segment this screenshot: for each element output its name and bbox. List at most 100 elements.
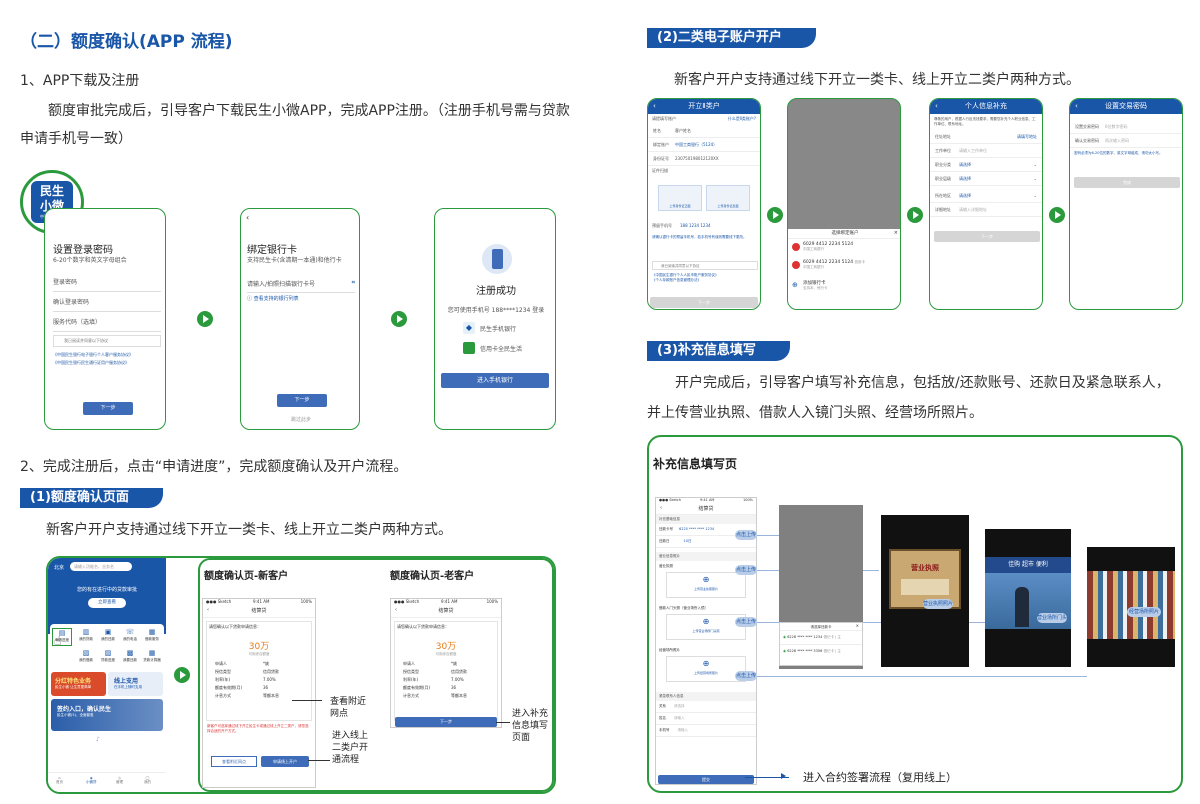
protocol-link[interactable]: 《中国民生银行个人人民币账户服务协议》 — [652, 273, 719, 277]
location[interactable]: 北京 — [54, 565, 65, 571]
nav-bar: ‹开立Ⅱ类户 — [648, 99, 760, 114]
id-front-upload[interactable]: 上传身份证正面 — [658, 185, 702, 211]
tab-manage[interactable]: ◎管理 — [116, 776, 123, 784]
amount-value: 30万 — [435, 642, 457, 652]
account-section: 请提填写账户什么是Ⅱ类账户? — [652, 116, 756, 121]
p2-card-input[interactable]: 请输入/拍照扫描银行卡号⌗ — [247, 279, 355, 293]
info-row[interactable]: 住址地址请填写地址 — [930, 130, 1042, 144]
popup-card-2[interactable]: ◉ 6228 **** **** 3356 借记卡 | 主 — [783, 649, 841, 653]
p1-next-button[interactable]: 下一步 — [83, 402, 133, 415]
info-row[interactable]: 职业层级请选择⌄ — [930, 172, 1042, 186]
back-icon[interactable]: ‹ — [246, 213, 250, 222]
back-icon[interactable]: ‹ — [207, 607, 209, 613]
p2-skip-link[interactable]: 跳过此步 — [290, 417, 311, 423]
flow-arrow-icon — [197, 311, 213, 327]
p1-link-1[interactable]: 《中国民生银行电子银行个人客户服务协议》 — [53, 352, 133, 357]
home-search-input[interactable]: 请输入功能名、业务名 — [70, 562, 132, 571]
icon-item[interactable]: ☏我的电话 — [120, 628, 140, 642]
add-card-option[interactable]: 添加银行卡支持本、他行卡 — [803, 281, 828, 290]
connector-line — [757, 622, 985, 623]
submit-button[interactable]: 提交 — [658, 775, 754, 784]
finish-button[interactable]: 完成 — [1074, 177, 1180, 188]
info-row[interactable]: 职业分类请选择⌄ — [930, 158, 1042, 172]
contact-row[interactable]: 手机号请输入 — [656, 725, 756, 737]
info-row[interactable]: 详细地址请输入详细地址 — [930, 203, 1042, 217]
contact-row[interactable]: 姓名请输入 — [656, 713, 756, 725]
promo-online[interactable]: 线上支用 在手机上随时支用 — [108, 672, 163, 696]
agree-checkbox[interactable]: 我已阅读并同意以下协议 — [652, 261, 758, 270]
storefront-upload[interactable]: ⊕上传营业场所门头照 — [666, 614, 746, 640]
tab-mine[interactable]: ◯我的 — [144, 776, 151, 784]
id-back-upload[interactable]: 上传身份证反面 — [706, 185, 750, 211]
page-title: ‹结算贷 — [203, 607, 315, 618]
p1-agree-checkbox[interactable]: 我已阅读并同意以下协议 — [53, 335, 161, 347]
banner-view-button[interactable]: 立即查看 — [88, 598, 126, 608]
close-icon[interactable]: × — [893, 230, 898, 236]
new-customer-label: 额度确认页-新客户 — [204, 571, 289, 582]
icon-item[interactable]: ▧我的借款 — [76, 649, 96, 663]
info-row[interactable]: 所在地区请选择⌄ — [930, 189, 1042, 203]
scan-icon[interactable]: ⌗ — [351, 279, 355, 286]
p2-bank-list-link[interactable]: ⓘ 查看支持的银行列表 — [247, 296, 299, 302]
p3-enter-bank-button[interactable]: 进入手机银行 — [441, 373, 549, 388]
credit-card-app-icon — [463, 342, 475, 354]
back-icon[interactable]: ‹ — [395, 607, 397, 613]
tab-loan[interactable]: ◈小微贷 — [86, 776, 97, 784]
register-password-screen: 设置登录密码 6-20个数字和英文字母组合 登录密码 确认登录密码 服务代码（选… — [44, 208, 166, 430]
promo-dividend[interactable]: 分红特色业务 民生小微 让生意更简单 — [51, 672, 106, 696]
step1-body: 额度审批完成后，引导客户下载民生小微APP，完成APP注册。（注册手机号需与贷款… — [20, 103, 570, 147]
p1-field-password[interactable]: 登录密码 — [53, 277, 161, 292]
icon-item[interactable]: ▩我要还款 — [120, 649, 140, 663]
progress-icon: ▤ — [58, 629, 66, 637]
p1-field-confirm[interactable]: 确认登录密码 — [53, 297, 161, 312]
apply-progress-item[interactable]: ▤ 申请进度 — [52, 628, 72, 646]
tab-home[interactable]: ⌂首页 — [56, 776, 63, 784]
icon-item[interactable]: ▣我的还款 — [98, 628, 118, 642]
icon-item[interactable]: ▦贷款计算器 — [143, 649, 161, 662]
old-next-button[interactable]: 下一步 — [395, 717, 497, 727]
banner-text: 您的有在进行中的贷款审批 — [76, 587, 137, 593]
p1-link-2[interactable]: 《中国民生银行民生通行证用户服务协议》 — [53, 360, 129, 365]
nearby-branch-button[interactable]: 查看附近网点 — [211, 756, 257, 767]
p1-field-service[interactable]: 服务代码（选填） — [53, 317, 161, 332]
arrow-right-icon — [781, 773, 786, 779]
confirm-password-input[interactable]: 确认交易密码再次输入密码 — [1070, 134, 1182, 148]
callout-online: 进入线上二类户开通流程 — [332, 731, 369, 765]
back-icon[interactable]: ‹ — [935, 102, 938, 110]
popup-card-1[interactable]: ◉ 6228 **** **** 1234 借记卡 | 主 — [780, 631, 862, 645]
back-icon[interactable]: ‹ — [1075, 102, 1078, 110]
submit-callout-line — [745, 777, 789, 778]
close-icon[interactable]: × — [855, 623, 859, 628]
icon-item[interactable]: ▦借款服务 — [142, 628, 162, 642]
connector-line — [757, 535, 779, 536]
icon-item[interactable]: ▨贷款进度 — [98, 649, 118, 663]
back-icon[interactable]: ‹ — [660, 505, 662, 511]
callout-line — [496, 722, 510, 723]
license-upload[interactable]: ⊕上传营业执照照片 — [666, 572, 746, 598]
info-next-button[interactable]: 下一步 — [934, 231, 1040, 242]
callout-fill: 进入补充信息填写页面 — [512, 709, 549, 743]
card-option-2[interactable]: 6029 4412 2234 5124 信用卡中国工商银行 — [803, 260, 866, 269]
icon-item[interactable]: ▥我的贷款 — [76, 628, 96, 642]
back-icon[interactable]: ‹ — [653, 102, 656, 110]
sub1-body: 新客户开户支持通过线下开立一类卡、线上开立二类户两种方式。 — [46, 522, 452, 538]
icbc-icon — [792, 243, 800, 251]
contact-row[interactable]: 关系请选择 — [656, 701, 756, 713]
promo-sign[interactable]: 签约入口，确认民生 民生小微(5)，全面普惠 — [51, 699, 163, 731]
page-title: ‹结算贷 — [391, 607, 501, 618]
calc-icon: ▧ — [82, 649, 90, 657]
apply-online-button[interactable]: 申请线上开户 — [261, 756, 309, 767]
p2-next-button[interactable]: 下一步 — [277, 394, 327, 407]
acct-next-button[interactable]: 下一步 — [650, 297, 758, 308]
bind-account-row[interactable]: 绑定账户中国工商银行（5124） — [648, 138, 760, 152]
protocol-link[interactable]: 《个人存款账户信息管理办法》 — [652, 278, 701, 282]
info-row[interactable]: 工作单位请输入工作单位 — [930, 144, 1042, 158]
premises-upload[interactable]: ⊕上传经营场所照片 — [666, 656, 746, 682]
